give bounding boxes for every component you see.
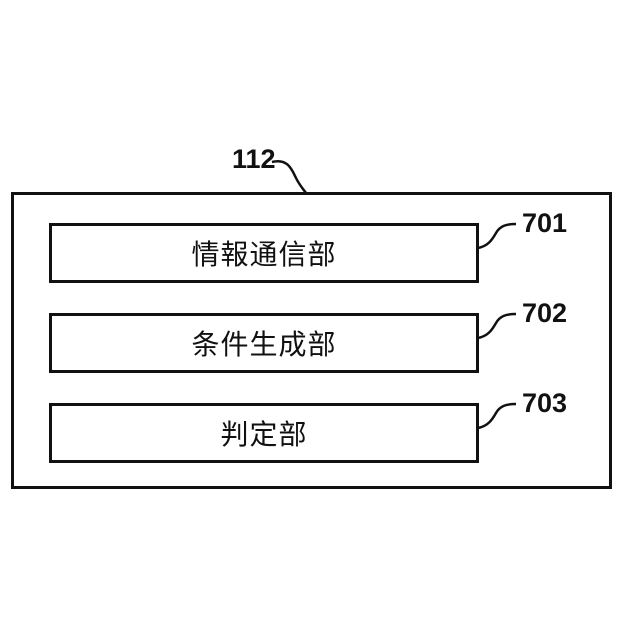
ref-label-701: 701: [522, 208, 567, 239]
leader-line-701: [478, 224, 516, 248]
ref-label-112: 112: [232, 144, 276, 175]
ref-label-702: 702: [522, 298, 567, 329]
leader-line-702: [478, 314, 516, 338]
ref-label-703: 703: [522, 388, 567, 419]
leader-line-112: [272, 161, 306, 193]
leader-line-703: [478, 404, 516, 428]
